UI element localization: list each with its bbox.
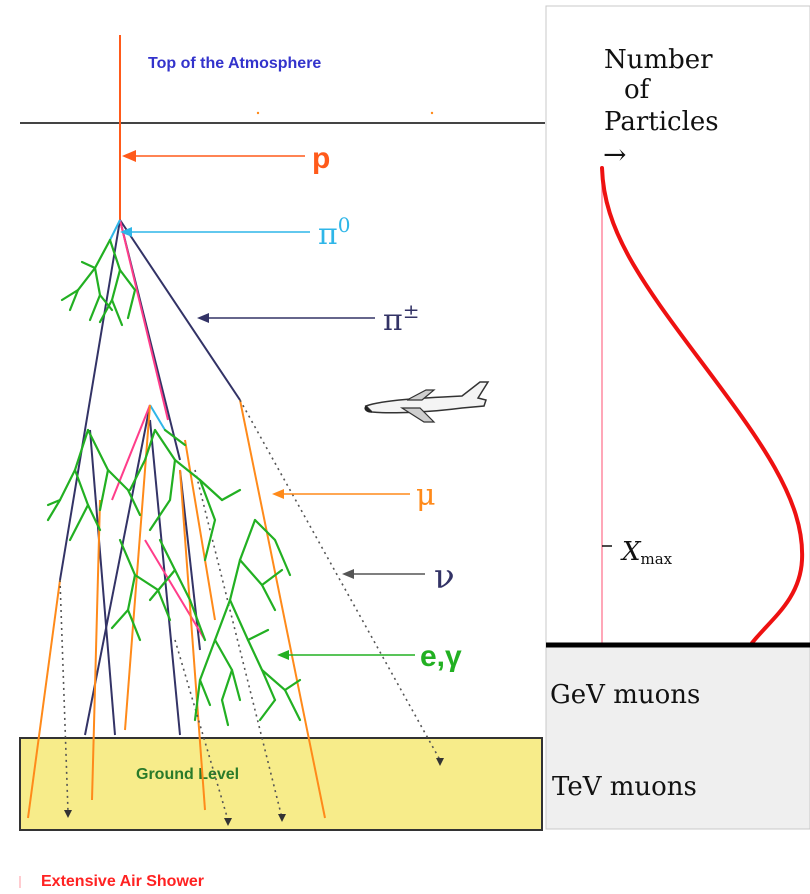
neutrino-label: ν [434, 557, 455, 597]
gev-muons-label: GeV muons [550, 680, 700, 710]
neutral-tracks [111, 219, 206, 641]
shower-panel: Top of the Atmosphere Ground Level [19, 35, 545, 890]
electron-gamma-label: e,γ [420, 640, 462, 673]
longitudinal-profile-curve [600, 166, 805, 645]
muon-panel [545, 644, 810, 830]
ground-band [19, 737, 543, 831]
axis-label-line2: of [624, 75, 652, 105]
top-atmosphere-label: Top of the Atmosphere [148, 55, 321, 72]
proton-label: p [312, 142, 330, 175]
diagram-caption: Extensive Air Shower [41, 873, 204, 890]
muon-label: μ [416, 478, 436, 513]
pi-charged-label: π± [383, 299, 419, 338]
em-cascades [46, 238, 302, 727]
axis-label-line1: Number [604, 45, 713, 75]
profile-panel: Number of Particles → Xmax GeV muons TeV… [545, 5, 810, 830]
neutrino-paths [59, 399, 441, 821]
pi-zero-label: π0 [318, 213, 350, 252]
ground-level-label: Ground Level [136, 766, 239, 783]
airplane-icon [364, 381, 490, 423]
pion-tracks [59, 219, 241, 736]
tev-muons-label: TeV muons [552, 772, 697, 802]
axis-arrow: → [603, 138, 626, 171]
xmax-label: Xmax [620, 537, 673, 568]
label-arrows [120, 150, 425, 660]
axis-label-line3: Particles [604, 107, 719, 137]
